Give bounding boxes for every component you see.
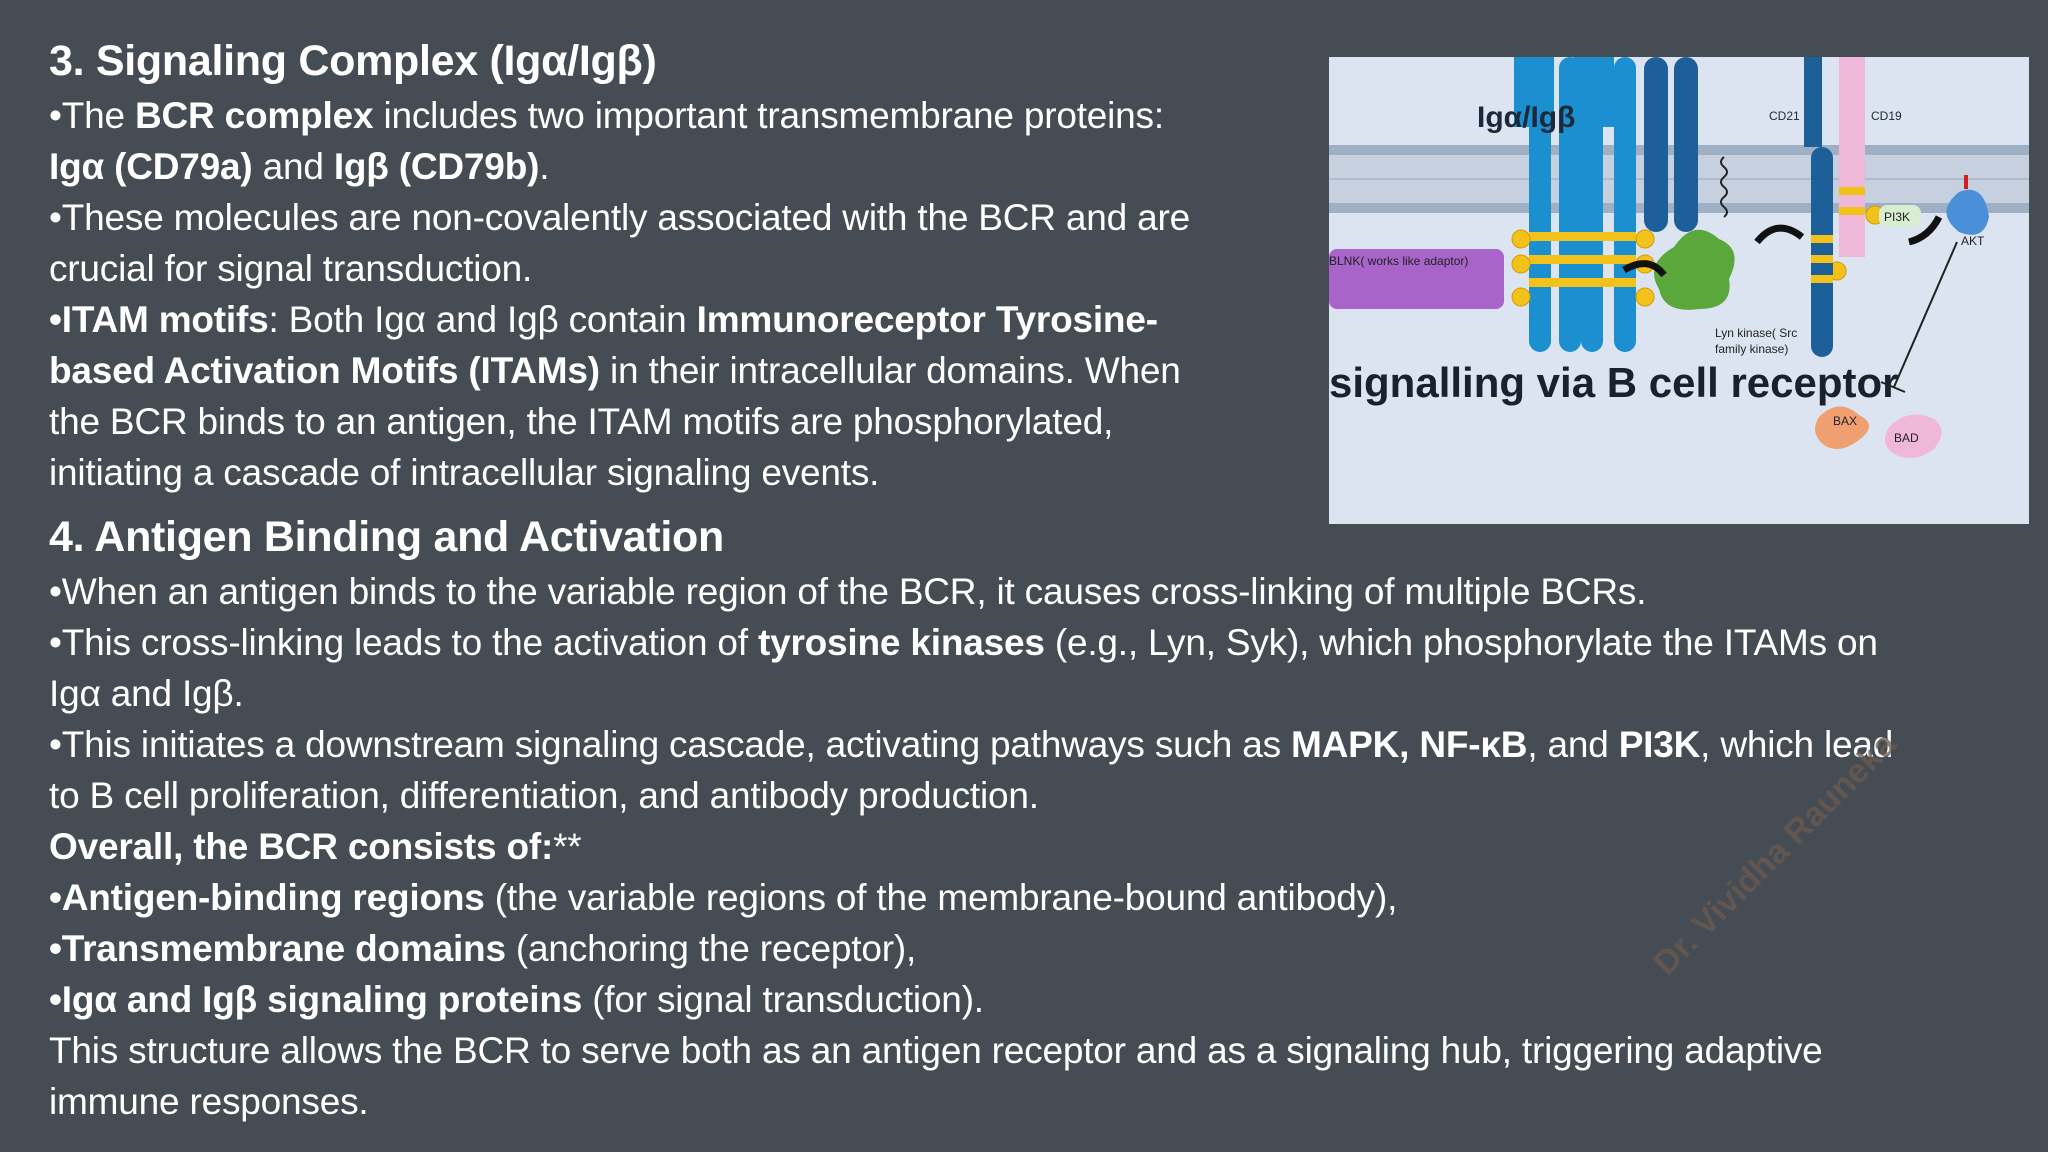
- s4-line-10: This structure allows the BCR to serve b…: [49, 1030, 1823, 1071]
- cd21-chain: [1804, 57, 1822, 147]
- text: (anchoring the receptor),: [505, 928, 917, 969]
- arrow-icon: [1754, 224, 1805, 245]
- squiggle-line: [1720, 156, 1728, 218]
- s4-line-5: to B cell proliferation, differentiation…: [49, 775, 1039, 816]
- s3-line-7: the BCR binds to an antigen, the ITAM mo…: [49, 401, 1114, 442]
- label-bax: BAX: [1833, 414, 1857, 428]
- text: **: [553, 826, 582, 867]
- phospho-p-icons: [1511, 205, 1885, 307]
- text: (e.g., Lyn, Syk), which phosphorylate th…: [1044, 622, 1878, 663]
- bad-shape: [1885, 414, 1942, 458]
- s4-line-4: •This initiates a downstream signaling c…: [49, 719, 2009, 770]
- s4-line-11: immune responses.: [49, 1081, 369, 1122]
- bold-text: tyrosine kinases: [757, 622, 1045, 663]
- s4-line-1: •When an antigen binds to the variable r…: [49, 571, 1647, 612]
- s4-line-3: Igα and Igβ.: [49, 673, 244, 714]
- label-akt: AKT: [1961, 234, 1985, 248]
- akt-shape: [1946, 189, 1989, 235]
- bcr-heavy-chains: [1644, 57, 1698, 232]
- bold-text: •ITAM motifs: [49, 299, 269, 340]
- s4-line-7: •Antigen-binding regions (the variable r…: [49, 872, 2009, 923]
- bold-text: PI3K: [1618, 724, 1701, 765]
- s3-line-3: •These molecules are non-covalently asso…: [49, 197, 1190, 238]
- bold-text: Overall, the BCR consists of:: [49, 826, 554, 867]
- text: •This initiates a downstream signaling c…: [49, 724, 1292, 765]
- bax-shape: [1815, 406, 1869, 449]
- text: •This cross-linking leads to the activat…: [49, 622, 758, 663]
- blnk-box: [1329, 249, 1504, 309]
- text: : Both Igα and Igβ contain: [268, 299, 697, 340]
- s4-line-6: Overall, the BCR consists of:**: [49, 821, 2009, 872]
- s3-line-6: based Activation Motifs (ITAMs) in their…: [49, 345, 1299, 396]
- bcr-signalling-figure: Igα/Igβ CD21 CD19 BLNK( works like adapt…: [1329, 57, 2029, 524]
- section-3-heading: 3. Signaling Complex (Igα/Igβ): [49, 37, 657, 85]
- pi3k-box: [1879, 205, 1921, 227]
- label-bad: BAD: [1894, 431, 1919, 445]
- label-pi3k: PI3K: [1884, 210, 1910, 224]
- bold-text: •Igα and Igβ signaling proteins: [49, 979, 583, 1020]
- section-4-heading: 4. Antigen Binding and Activation: [49, 513, 724, 561]
- inhibition-line: [1893, 241, 1958, 388]
- text: •The: [49, 95, 135, 136]
- text: (for signal transduction).: [582, 979, 984, 1020]
- label-lyn-2: family kinase): [1715, 342, 1788, 356]
- inhibition-bar: [1880, 381, 1906, 393]
- label-ig-alpha-beta: Igα/Igβ: [1477, 101, 1575, 134]
- arrow-icon: [1908, 215, 1943, 246]
- s4-line-2: •This cross-linking leads to the activat…: [49, 617, 2009, 668]
- bold-text: BCR complex: [135, 95, 374, 136]
- cd19-pink-chain: [1839, 57, 1865, 257]
- section-3: 3. Signaling Complex (Igα/Igβ) •The BCR …: [49, 34, 1299, 498]
- text: .: [539, 146, 550, 187]
- cd19-itam-bands: [1811, 235, 1833, 283]
- bold-text: Igβ (CD79b): [333, 146, 540, 187]
- section-4: 4. Antigen Binding and Activation •When …: [49, 510, 2009, 1127]
- s3-line-5: •ITAM motifs: Both Igα and Igβ contain I…: [49, 294, 1299, 345]
- bold-text: Immunoreceptor Tyrosine-: [696, 299, 1158, 340]
- bold-text: MAPK, NF-κB: [1291, 724, 1528, 765]
- bold-text: Igα (CD79a): [49, 146, 253, 187]
- s3-line-1: •The BCR complex includes two important …: [49, 90, 1299, 141]
- label-blnk: BLNK( works like adaptor): [1329, 254, 1468, 268]
- s3-line-2: Igα (CD79a) and Igβ (CD79b).: [49, 141, 1299, 192]
- text: , and: [1527, 724, 1619, 765]
- text: and: [252, 146, 334, 187]
- arrow-icon: [1622, 260, 1667, 278]
- text: in their intracellular domains. When: [599, 350, 1181, 391]
- figure-title: signalling via B cell receptor: [1329, 359, 1899, 406]
- s4-line-8: •Transmembrane domains (anchoring the re…: [49, 923, 2009, 974]
- label-lyn-1: Lyn kinase( Src: [1715, 326, 1797, 340]
- cd19-chain: [1811, 147, 1833, 357]
- text: (the variable regions of the membrane-bo…: [484, 877, 1398, 918]
- label-cd21: CD21: [1769, 109, 1800, 123]
- lyn-kinase-blob: [1654, 229, 1735, 310]
- bold-text: •Transmembrane domains: [49, 928, 506, 969]
- itam-bands: [1529, 232, 1636, 287]
- s4-line-9: •Igα and Igβ signaling proteins (for sig…: [49, 974, 2009, 1025]
- s3-line-8: initiating a cascade of intracellular si…: [49, 452, 880, 493]
- cd19-pink-bands: [1839, 187, 1865, 215]
- label-cd19: CD19: [1871, 109, 1902, 123]
- text: , which lead: [1700, 724, 1894, 765]
- text: includes two important transmembrane pro…: [373, 95, 1164, 136]
- bcr-diagram: Igα/Igβ CD21 CD19 BLNK( works like adapt…: [1329, 57, 2029, 458]
- s3-line-4: crucial for signal transduction.: [49, 248, 533, 289]
- bold-text: •Antigen-binding regions: [49, 877, 485, 918]
- bold-text: based Activation Motifs (ITAMs): [49, 350, 600, 391]
